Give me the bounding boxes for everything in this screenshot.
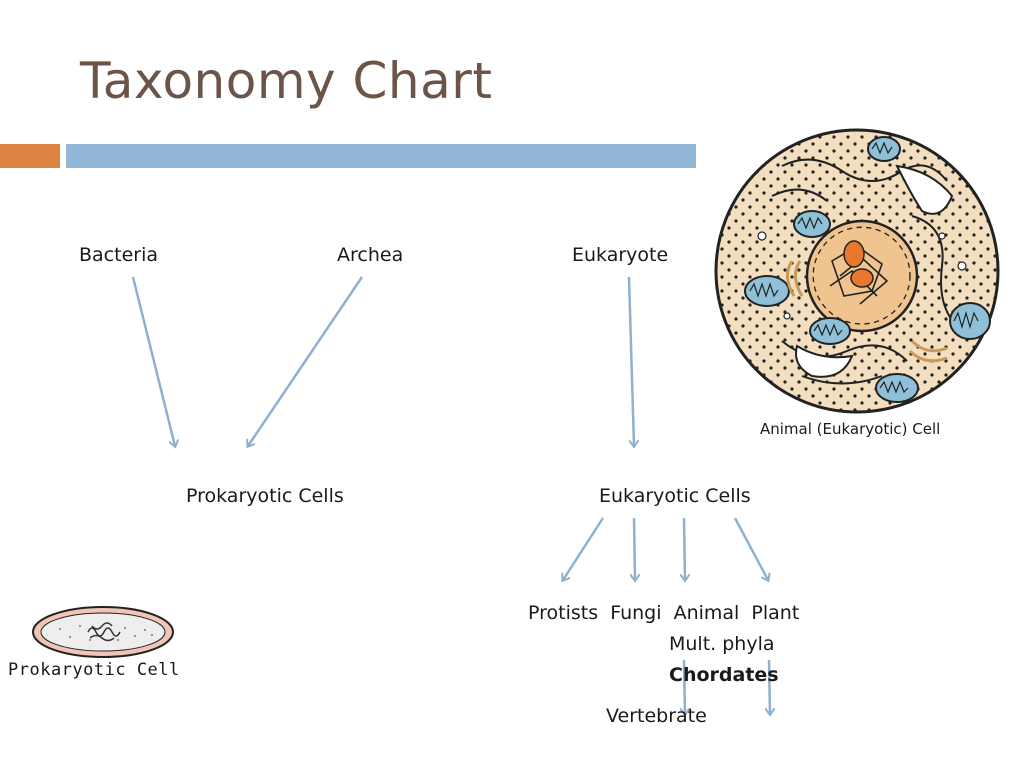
blue-accent-bar — [66, 144, 696, 168]
label-mult-phyla: Mult. phyla — [669, 633, 775, 655]
label-eukaryotic-cells: Eukaryotic Cells — [599, 485, 751, 507]
arrow-to-protists — [563, 517, 605, 580]
arrow-to-fungi — [634, 517, 635, 580]
arrow-archea-to-prokaryotic — [248, 276, 364, 446]
orange-accent-bar — [0, 144, 60, 168]
animal-cell-caption: Animal (Eukaryotic) Cell — [760, 420, 941, 438]
arrow-to-animal — [684, 517, 685, 580]
prokaryotic-cell-caption: Prokaryotic Cell — [8, 660, 180, 680]
arrow-to-plant — [733, 517, 768, 580]
arrow-animal-to-vertebrate — [684, 659, 685, 714]
label-chordates: Chordates — [669, 664, 779, 686]
label-bacteria: Bacteria — [79, 244, 158, 266]
animal-cell-illustration — [714, 128, 1000, 414]
label-kingdoms: Protists Fungi Animal Plant — [528, 602, 800, 624]
label-eukaryote: Eukaryote — [572, 244, 669, 266]
label-vertebrate: Vertebrate — [606, 705, 707, 727]
slide-title: Taxonomy Chart — [80, 52, 493, 110]
arrow-bacteria-to-prokaryotic — [131, 276, 175, 446]
label-prokaryotic-cells: Prokaryotic Cells — [186, 485, 344, 507]
arrow-eukaryote-to-eukaryotic — [627, 276, 634, 446]
prokaryotic-cell-illustration — [32, 606, 174, 658]
arrow-plant-down — [769, 659, 770, 714]
label-archea: Archea — [337, 244, 404, 266]
